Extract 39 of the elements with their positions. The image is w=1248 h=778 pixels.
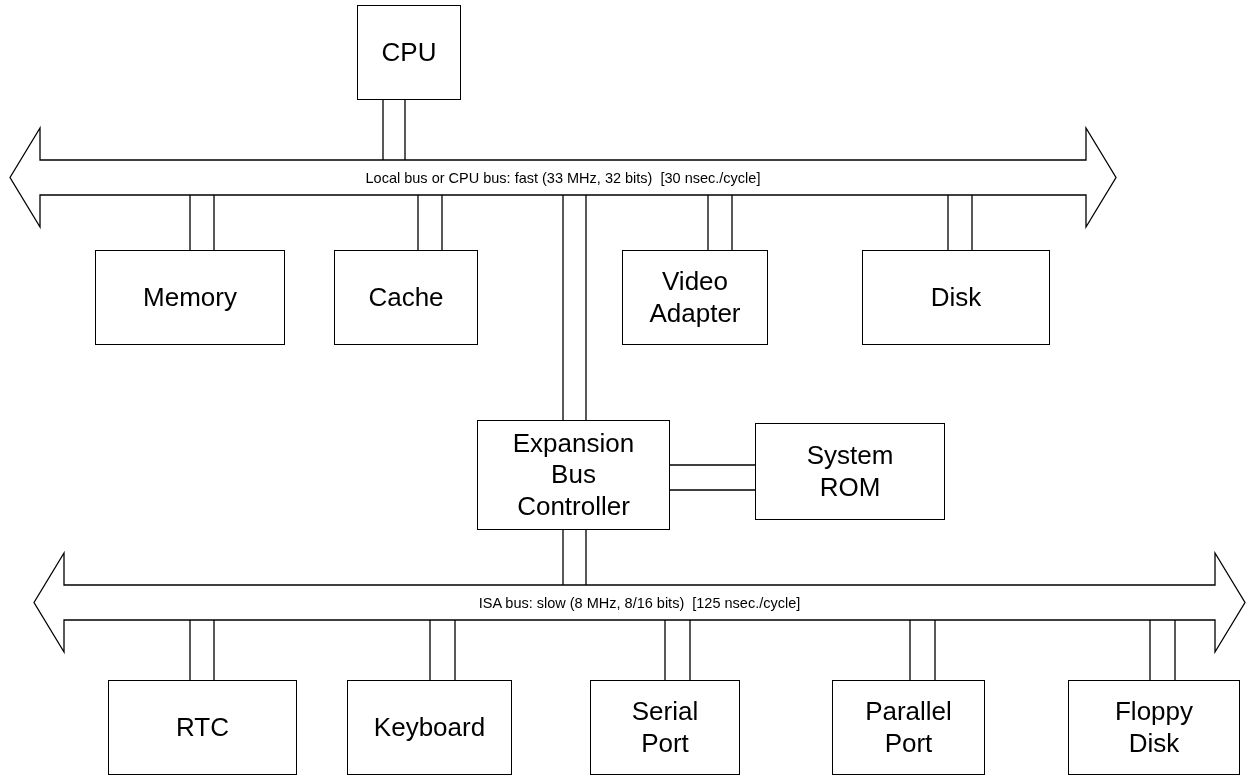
component-label: Cache [367, 281, 445, 314]
component-label: Expansion Bus Controller [511, 428, 636, 522]
component-box [95, 250, 285, 345]
component-label: System ROM [805, 440, 895, 503]
component-box [590, 680, 740, 775]
component-box [108, 680, 297, 775]
component-box [862, 250, 1050, 345]
component-label: Disk [929, 281, 983, 314]
bus-connector [1149, 619, 1176, 681]
bus-connector [429, 619, 456, 681]
component-label: RTC [175, 711, 230, 744]
component-label: CPU [380, 36, 438, 69]
component-box [1068, 680, 1240, 775]
component-label: Video Adapter [648, 266, 742, 329]
bus-connector [909, 619, 936, 681]
component-box [755, 423, 945, 520]
component-box [622, 250, 768, 345]
component-label: Memory [142, 281, 238, 314]
bus-connector [562, 194, 587, 421]
component-box [357, 5, 461, 100]
bus-connector [189, 194, 215, 251]
component-box [347, 680, 512, 775]
bus-label: ISA bus: slow (8 MHz, 8/16 bits) [125 nsec./cycle] [478, 594, 801, 611]
component-label: Floppy Disk [1113, 696, 1194, 759]
component-label: Serial Port [630, 696, 700, 759]
component-label: Parallel Port [864, 696, 953, 759]
bus-connector [664, 619, 691, 681]
component-box [334, 250, 478, 345]
component-box [832, 680, 985, 775]
bus-connector [947, 194, 973, 251]
bus-connector [189, 619, 215, 681]
bus-connector [707, 194, 733, 251]
bus-connector [382, 99, 406, 161]
bus-label: Local bus or CPU bus: fast (33 MHz, 32 bits) [30 nsec./cycle] [365, 169, 761, 186]
component-label: Keyboard [372, 711, 487, 744]
component-box [477, 420, 670, 530]
bus-connector [562, 529, 587, 586]
bus-connector [669, 464, 756, 491]
bus-connector [417, 194, 443, 251]
